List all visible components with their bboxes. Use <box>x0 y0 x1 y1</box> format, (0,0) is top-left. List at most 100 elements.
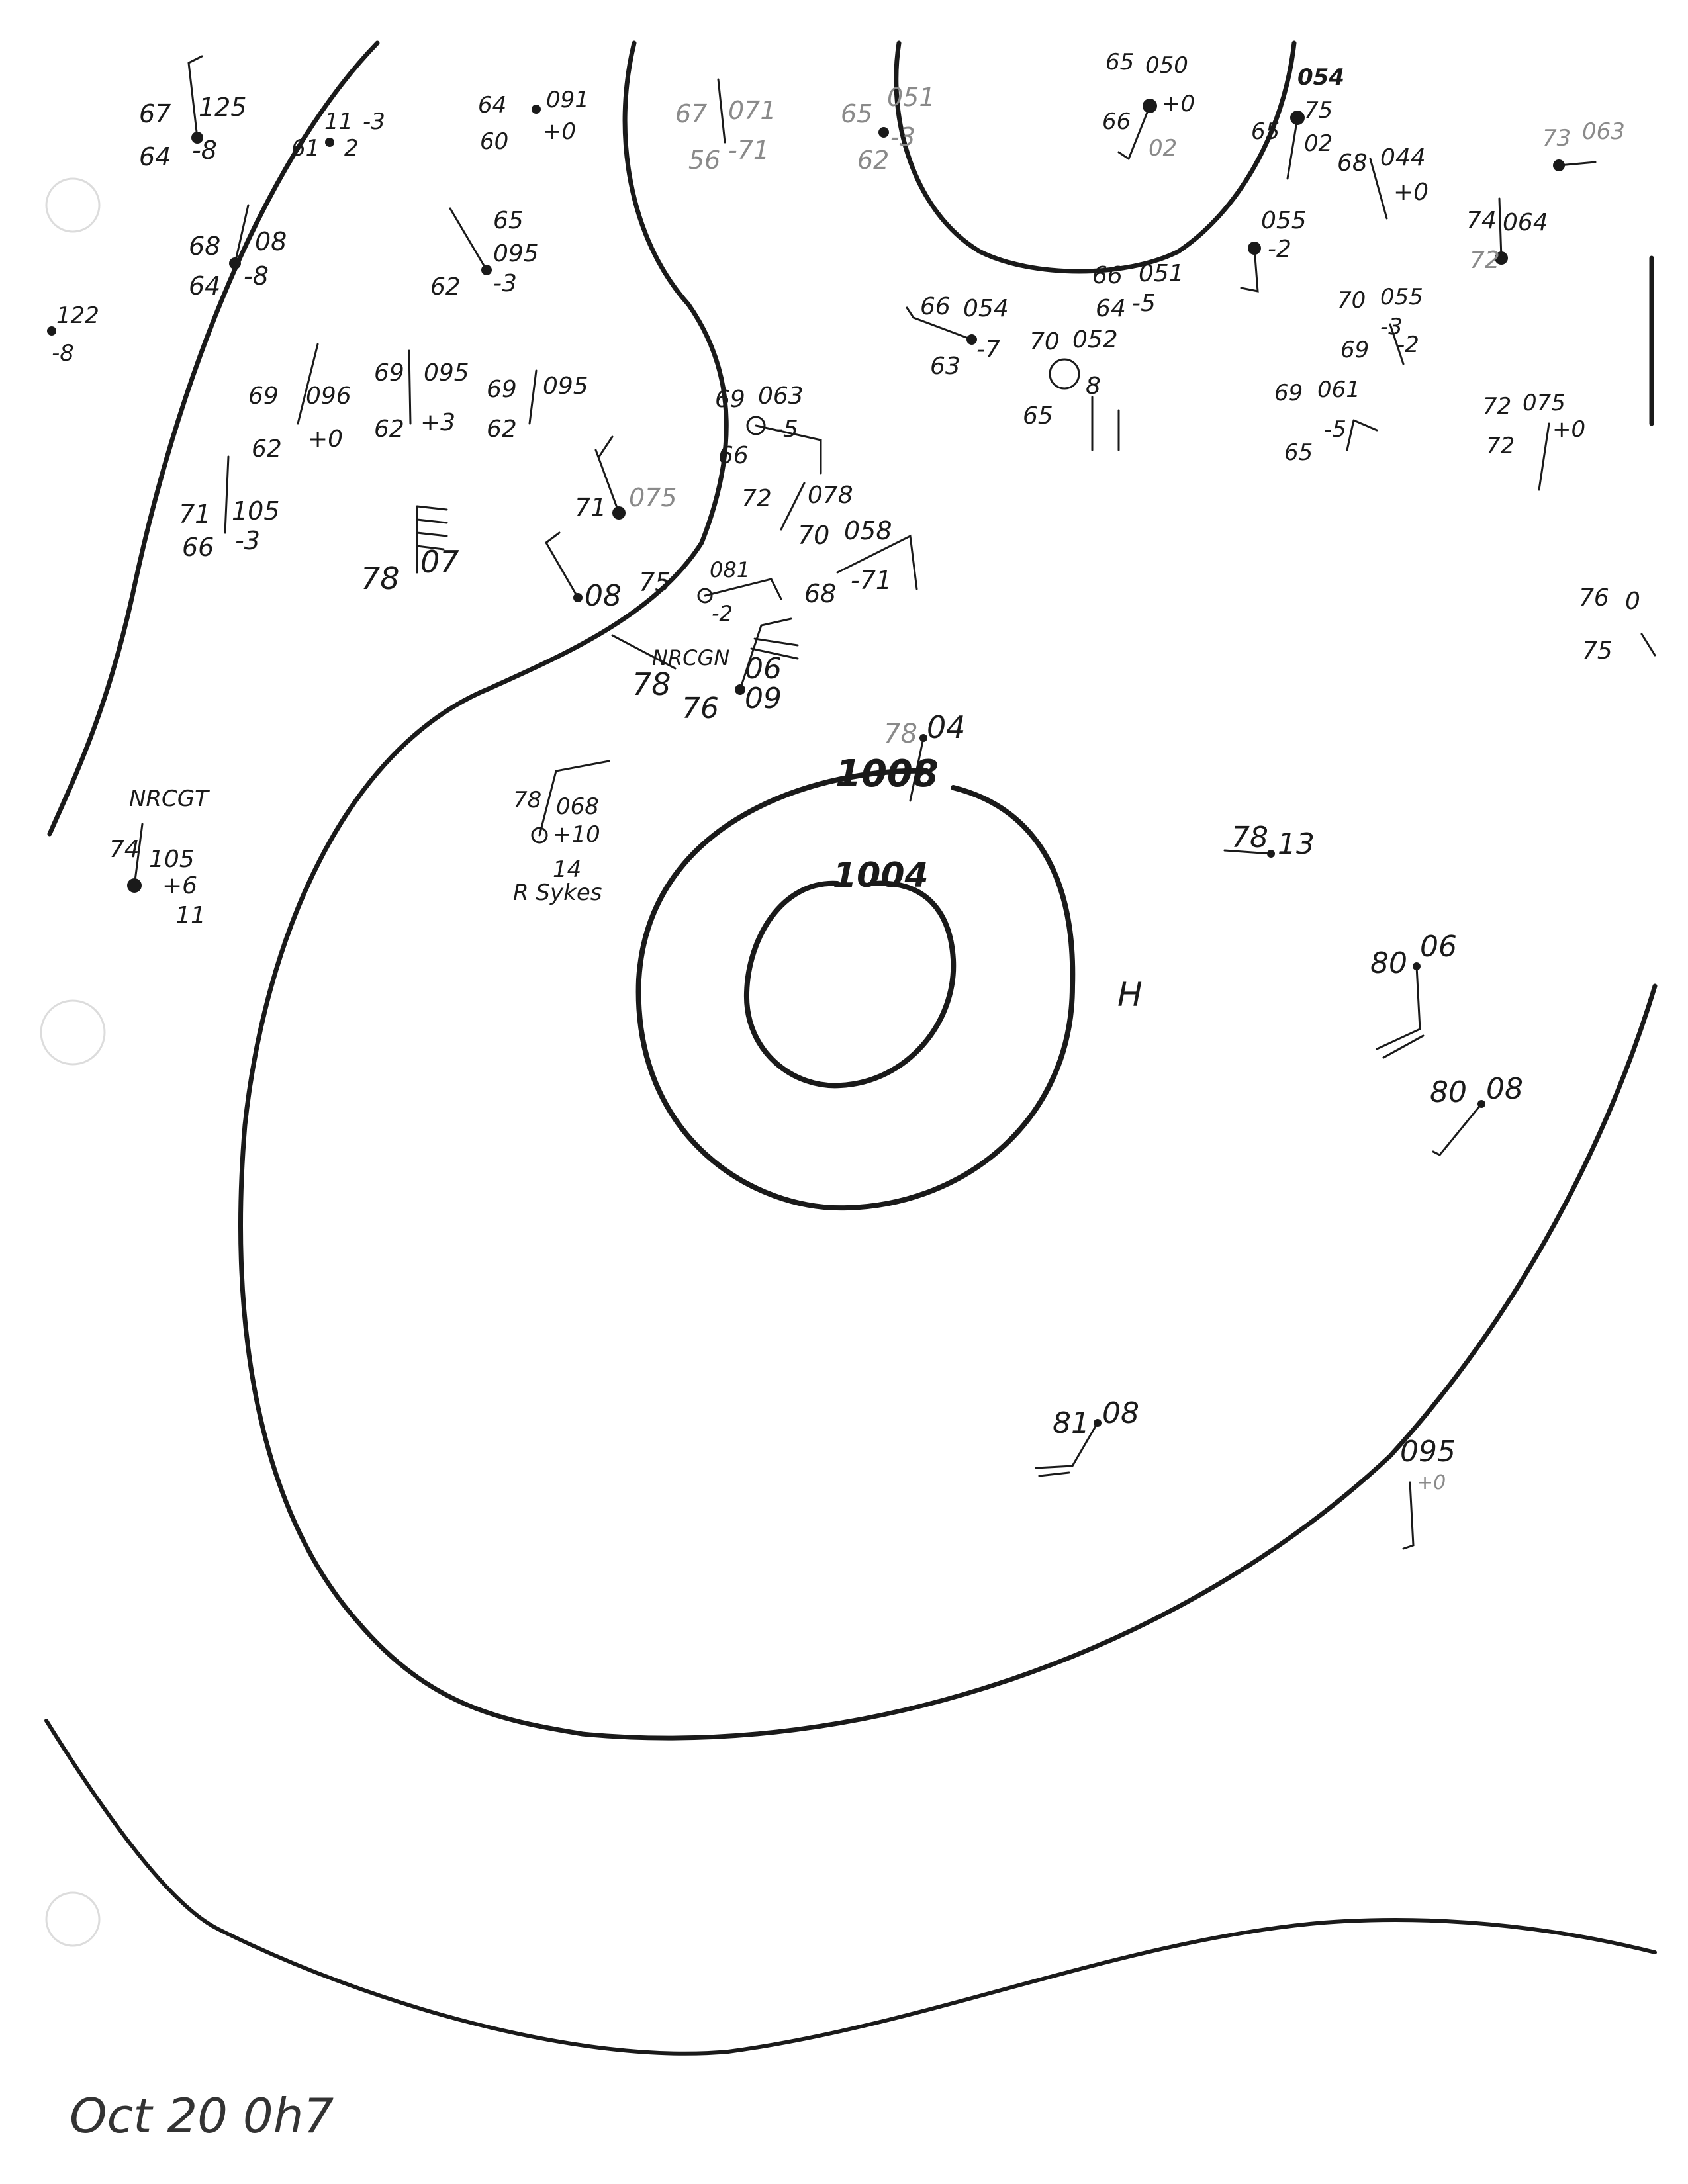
sky-cover-circle <box>697 588 713 604</box>
station-value: 78 <box>632 666 671 702</box>
station-value: 68 <box>189 232 220 261</box>
station-value: +0 <box>543 118 576 145</box>
station-value: 69 <box>374 359 404 387</box>
station-value: 081 <box>710 557 750 582</box>
station-plot-c4: 69 095 62 <box>487 369 588 443</box>
station-value: 095 <box>424 359 469 387</box>
wind-barb <box>836 534 918 590</box>
wind-barb <box>1432 1103 1483 1156</box>
station-value: 051 <box>1139 260 1184 287</box>
wind-barb <box>1640 633 1656 657</box>
station-value: 74 <box>1466 207 1497 234</box>
station-value: 76 <box>682 692 719 725</box>
station-value: 04 <box>927 709 966 745</box>
wind-barb <box>528 369 538 425</box>
wind-barb <box>780 482 806 531</box>
station-plot-e1: 76 0 <box>1579 584 1640 615</box>
station-value: 64 <box>139 142 171 171</box>
wind-barb <box>1223 849 1272 855</box>
station-value: 60 <box>480 128 508 155</box>
station-value: 075 <box>1523 390 1566 416</box>
wind-barb <box>704 578 782 600</box>
station-value: 56 <box>688 146 720 175</box>
station-plot-nw2: 68 08 64 -8 <box>189 204 287 300</box>
station-value: 74 <box>109 836 140 863</box>
station-value: +6 <box>162 872 197 899</box>
station-value: -3 <box>363 109 385 135</box>
station-value: 70 <box>798 521 829 550</box>
station-value: 052 <box>1072 326 1118 353</box>
wind-barb <box>408 349 412 425</box>
isobar-labels: 1008 1004 H <box>833 752 1143 1014</box>
station-value: 66 <box>182 533 214 562</box>
wind-barb <box>906 306 973 341</box>
station-value: -5 <box>774 416 798 443</box>
station-value: +0 <box>1417 1471 1446 1494</box>
wind-barb <box>1558 161 1597 167</box>
station-plot-nw1: 67 125 64 -8 <box>139 55 247 171</box>
station-value: 71 <box>179 500 211 529</box>
wind-barb <box>1286 116 1299 180</box>
station-value: 61 <box>291 135 320 161</box>
station-dot <box>532 105 541 114</box>
wind-barb <box>1035 1422 1099 1477</box>
station-value: 063 <box>758 383 804 410</box>
station-value: 72 <box>1470 247 1500 274</box>
station-plot-c8: 08 75 <box>545 531 671 613</box>
station-value: -71 <box>851 566 892 595</box>
station-value: -71 <box>728 136 769 165</box>
station-plot-ne11: 72 075 72 +0 <box>1483 390 1585 491</box>
station-value: 64 <box>189 271 220 300</box>
station-plot-ne6: 70 052 65 8 <box>1023 326 1120 451</box>
wind-barb <box>1402 1481 1415 1550</box>
station-value: 62 <box>857 146 889 175</box>
station-value: 055 <box>1380 284 1423 310</box>
station-value: +0 <box>308 426 343 453</box>
station-value: +10 <box>553 821 600 848</box>
station-value: 75 <box>1304 97 1333 124</box>
station-value: 2 <box>344 135 359 161</box>
isobar-1004-ring <box>743 880 957 1089</box>
station-plot-ne1: 65 050 66 +0 02 <box>1102 49 1195 161</box>
station-value: 69 <box>1340 337 1369 363</box>
station-value: 050 <box>1145 52 1188 79</box>
wind-barb <box>545 531 579 599</box>
station-value: 095 <box>493 240 539 267</box>
station-plot-ne10: 74 064 72 <box>1466 197 1548 274</box>
station-plot-s3: 80 06 <box>1370 930 1457 1059</box>
station-value: 11 <box>324 109 353 135</box>
station-value: 70 <box>1337 287 1366 314</box>
station-value: -3 <box>493 270 517 297</box>
wind-barb <box>909 737 925 802</box>
station-value: 06 <box>1420 930 1457 964</box>
station-plot-n3: 67 071 56 -71 <box>675 78 776 175</box>
station-dot <box>325 138 334 147</box>
station-value: 65 <box>1023 402 1053 430</box>
wind-barb <box>1376 965 1425 1059</box>
station-plot-ne4: 66 051 64 -5 <box>1092 260 1184 322</box>
wind-barb <box>1369 158 1388 220</box>
station-value: 67 <box>139 99 171 128</box>
station-value: 07 <box>420 544 459 580</box>
station-value: 69 <box>248 383 279 410</box>
station-dot <box>878 127 889 138</box>
station-value: -2 <box>1397 332 1419 358</box>
wind-barb <box>739 617 799 691</box>
station-plot-ne5: 66 054 63 -7 <box>906 293 1009 380</box>
observer-name: R Sykes <box>513 880 602 906</box>
station-value: +3 <box>420 409 455 436</box>
wind-barb <box>449 207 488 271</box>
station-value: 78 <box>513 787 541 813</box>
station-plot-s5: 81 08 <box>1035 1396 1139 1477</box>
station-dot <box>47 326 56 336</box>
station-label: NRCGN <box>652 645 729 670</box>
station-value: 095 <box>543 373 588 400</box>
station-value: 80 <box>1370 946 1407 980</box>
station-value: -3 <box>235 526 260 555</box>
station-value: 72 <box>741 485 772 512</box>
station-value: -5 <box>1132 290 1156 317</box>
station-value: 66 <box>1092 262 1123 289</box>
binder-hole <box>40 999 106 1066</box>
station-value: +0 <box>1552 416 1585 443</box>
isobar-1008-ring <box>635 768 1076 1211</box>
